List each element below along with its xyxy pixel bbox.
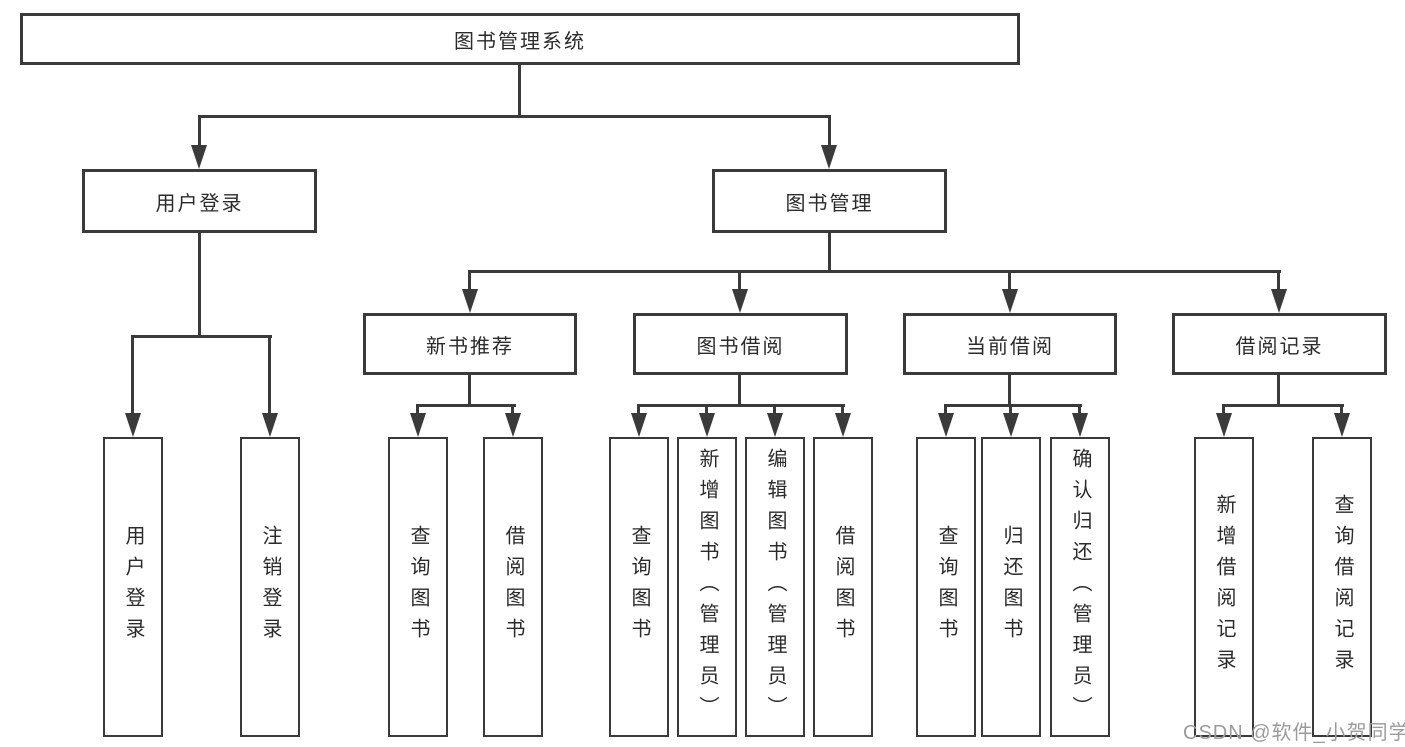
connector-root-stem	[518, 65, 521, 118]
leaf-logout: 注销登录	[240, 437, 300, 737]
leaf-edit-books-admin: 编辑图书（管理员）	[745, 437, 805, 737]
leaf-borrow-query-books: 查询图书	[609, 437, 669, 737]
connector-book-borrow-leaf1-shaft	[637, 404, 640, 416]
node-book-management: 图书管理	[712, 169, 947, 233]
arrow-down-icon	[631, 413, 647, 437]
connector-user-login-leaf2-shaft	[268, 335, 271, 415]
node-new-book-recommend-label: 新书推荐	[426, 335, 514, 358]
leaf-query-borrow-record-label: 查询借阅记录	[1331, 494, 1353, 680]
connector-current-borrow-leaf3-shaft	[1078, 404, 1081, 416]
arrow-down-icon	[410, 413, 426, 437]
arrow-down-icon	[835, 413, 851, 437]
node-user-login: 用户登录	[82, 169, 317, 233]
arrow-down-icon	[191, 145, 207, 169]
leaf-return-books-label: 归还图书	[1000, 525, 1022, 649]
leaf-borrow-books-label: 借阅图书	[832, 525, 854, 649]
connector-root-branch	[198, 115, 831, 118]
csdn-watermark: CSDN @软件_小贺同学	[1183, 722, 1405, 744]
arrow-down-icon	[125, 413, 141, 437]
connector-new-book-stem	[468, 375, 471, 406]
connector-borrow-records-stem	[1277, 375, 1280, 406]
arrow-down-icon	[262, 413, 278, 437]
node-book-borrow: 图书借阅	[633, 313, 848, 375]
node-borrow-records-label: 借阅记录	[1235, 335, 1324, 358]
leaf-recommend-query-books: 查询图书	[388, 437, 448, 737]
leaf-add-borrow-record-label: 新增借阅记录	[1213, 494, 1235, 680]
connector-current-borrow-leaf1-shaft	[944, 404, 947, 416]
node-current-borrow: 当前借阅	[903, 313, 1117, 375]
connector-to-current-borrow-shaft	[1008, 270, 1011, 291]
connector-current-borrow-leaf2-shaft	[1009, 404, 1012, 416]
connector-root-to-user-login-shaft	[198, 115, 201, 147]
arrow-down-icon	[938, 413, 954, 437]
leaf-confirm-return-admin-label: 确认归还（管理员）	[1069, 447, 1091, 727]
connector-borrow-records-leaf2-shaft	[1340, 404, 1343, 416]
leaf-user-login: 用户登录	[103, 437, 163, 737]
arrow-down-icon	[1216, 413, 1232, 437]
connector-current-borrow-stem	[1008, 375, 1011, 406]
leaf-add-borrow-record: 新增借阅记录	[1194, 437, 1254, 737]
connector-to-book-borrow-shaft	[738, 270, 741, 291]
leaf-add-books-admin-label: 新增图书（管理员）	[696, 447, 718, 727]
connector-to-new-book-shaft	[468, 270, 471, 291]
arrow-down-icon	[699, 413, 715, 437]
leaf-user-login-label: 用户登录	[122, 525, 144, 649]
connector-user-login-leaf1-shaft	[131, 335, 134, 415]
arrow-down-icon	[505, 413, 521, 437]
connector-new-book-branch	[416, 404, 516, 407]
arrow-down-icon	[1072, 413, 1088, 437]
leaf-current-query-books: 查询图书	[916, 437, 976, 737]
connector-new-book-leaf1-shaft	[416, 404, 419, 416]
arrow-down-icon	[462, 289, 478, 313]
connector-book-borrow-leaf4-shaft	[841, 404, 844, 416]
connector-user-login-stem	[198, 233, 201, 337]
node-current-borrow-label: 当前借阅	[966, 335, 1054, 358]
arrow-down-icon	[767, 413, 783, 437]
leaf-current-query-books-label: 查询图书	[935, 525, 957, 649]
leaf-recommend-borrow-books-label: 借阅图书	[502, 525, 524, 649]
arrow-down-icon	[1334, 413, 1350, 437]
connector-book-borrow-stem	[738, 375, 741, 406]
connector-borrow-records-leaf1-shaft	[1222, 404, 1225, 416]
leaf-query-borrow-record: 查询借阅记录	[1312, 437, 1372, 737]
leaf-add-books-admin: 新增图书（管理员）	[677, 437, 737, 737]
node-new-book-recommend: 新书推荐	[363, 313, 577, 375]
node-root-label: 图书管理系统	[454, 30, 586, 53]
node-book-management-label: 图书管理	[785, 192, 874, 215]
connector-book-borrow-leaf3-shaft	[773, 404, 776, 416]
node-user-login-label: 用户登录	[155, 192, 244, 215]
leaf-borrow-books: 借阅图书	[813, 437, 873, 737]
leaf-edit-books-admin-label: 编辑图书（管理员）	[764, 447, 786, 727]
node-borrow-records: 借阅记录	[1172, 313, 1387, 375]
arrow-down-icon	[821, 145, 837, 169]
connector-current-borrow-branch	[944, 404, 1082, 407]
arrow-down-icon	[1002, 289, 1018, 313]
connector-to-borrow-records-shaft	[1277, 270, 1280, 291]
arrow-down-icon	[1003, 413, 1019, 437]
leaf-return-books: 归还图书	[981, 437, 1041, 737]
leaf-logout-label: 注销登录	[259, 525, 281, 649]
connector-book-mgmt-stem	[828, 233, 831, 273]
node-book-borrow-label: 图书借阅	[696, 335, 785, 358]
connector-book-borrow-leaf2-shaft	[705, 404, 708, 416]
leaf-recommend-borrow-books: 借阅图书	[483, 437, 543, 737]
leaf-borrow-query-books-label: 查询图书	[628, 525, 650, 649]
node-root: 图书管理系统	[20, 13, 1020, 65]
connector-new-book-leaf2-shaft	[511, 404, 514, 416]
connector-borrow-records-branch	[1222, 404, 1344, 407]
arrow-down-icon	[732, 289, 748, 313]
leaf-confirm-return-admin: 确认归还（管理员）	[1050, 437, 1110, 737]
connector-user-login-branch	[131, 335, 272, 338]
connector-root-to-book-mgmt-shaft	[828, 115, 831, 147]
connector-book-borrow-branch	[637, 404, 845, 407]
leaf-recommend-query-books-label: 查询图书	[407, 525, 429, 649]
arrow-down-icon	[1271, 289, 1287, 313]
connector-book-mgmt-branch	[468, 270, 1281, 273]
